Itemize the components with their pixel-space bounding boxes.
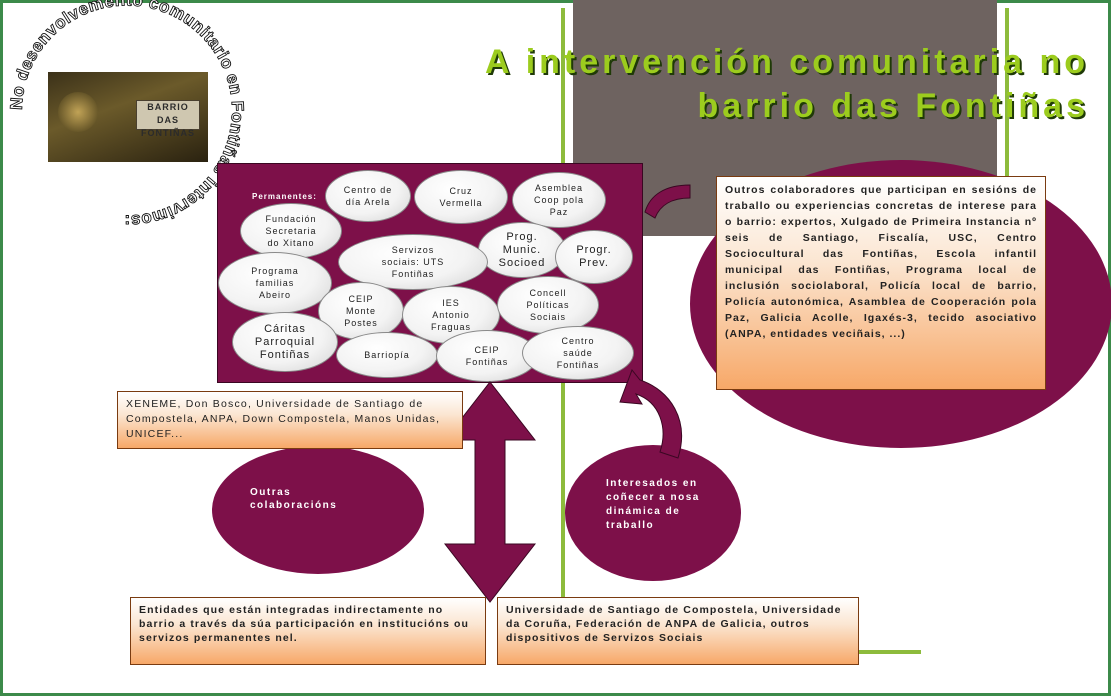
oval-caritas-parroquial: Cáritas Parroquial Fontiñas — [232, 312, 338, 372]
photo-sign: BARRIO DAS FONTIÑAS — [136, 100, 200, 138]
curved-arrow-up — [619, 369, 683, 459]
xeneme-box: XENEME, Don Bosco, Universidade de Santi… — [117, 391, 463, 449]
entidades-text: Entidades que están integradas indirecta… — [139, 604, 470, 644]
photo-light — [58, 92, 98, 132]
other-collaborators-box: Outros colaboradores que participan en s… — [716, 176, 1046, 390]
oval-centro-dia-arela: Centro de día Arela — [325, 170, 411, 222]
green-line-right — [1005, 8, 1009, 278]
title-line-1: A intervención comunitaria no — [484, 43, 1089, 81]
oval-ceip-fontinas: CEIP Fontiñas — [436, 330, 538, 382]
curved-arrow-right — [644, 184, 691, 219]
entidades-box: Entidades que están integradas indirecta… — [130, 597, 486, 665]
oval-barriopia: Barriopía — [336, 332, 438, 378]
interesados-ellipse — [565, 445, 741, 581]
double-arrow — [443, 381, 537, 603]
title-line-2: barrio das Fontiñas — [697, 87, 1089, 125]
oval-cruz-vermella: Cruz Vermella — [414, 170, 508, 224]
oval-servizos-sociais: Servizos sociais: UTS Fontiñas — [338, 234, 488, 290]
interesados-text: Interesados en coñecer a nosa dinámica d… — [606, 478, 700, 531]
oval-progr-prev: Progr. Prev. — [555, 230, 633, 284]
oval-fundacion-xitano: Fundación Secretaria do Xitano — [240, 203, 342, 259]
xeneme-text: XENEME, Don Bosco, Universidade de Santi… — [126, 398, 441, 440]
page-title: A intervención comunitaria no barrio das… — [449, 40, 1089, 128]
oval-asemblea-coop: Asemblea Coop pola Paz — [512, 172, 606, 228]
universidades-box: Universidade de Santiago de Compostela, … — [497, 597, 859, 665]
neighbourhood-photo: BARRIO DAS FONTIÑAS — [48, 72, 208, 162]
other-collaborators-text: Outros colaboradores que participan en s… — [725, 184, 1037, 340]
oval-centro-saude: Centro saúde Fontiñas — [522, 326, 634, 380]
permanent-label: Permanentes: — [252, 192, 317, 201]
oval-concell-politicas: Concell Políticas Sociais — [497, 276, 599, 334]
oval-prog-munic-socioed: Prog. Munic. Socioed — [478, 222, 566, 278]
oval-programa-familias: Programa familias Abeiro — [218, 252, 332, 314]
outras-colaboracions-ellipse — [212, 446, 424, 574]
universidades-text: Universidade de Santiago de Compostela, … — [506, 604, 842, 644]
outras-colaboracions-text: Outras colaboracións — [250, 487, 338, 511]
